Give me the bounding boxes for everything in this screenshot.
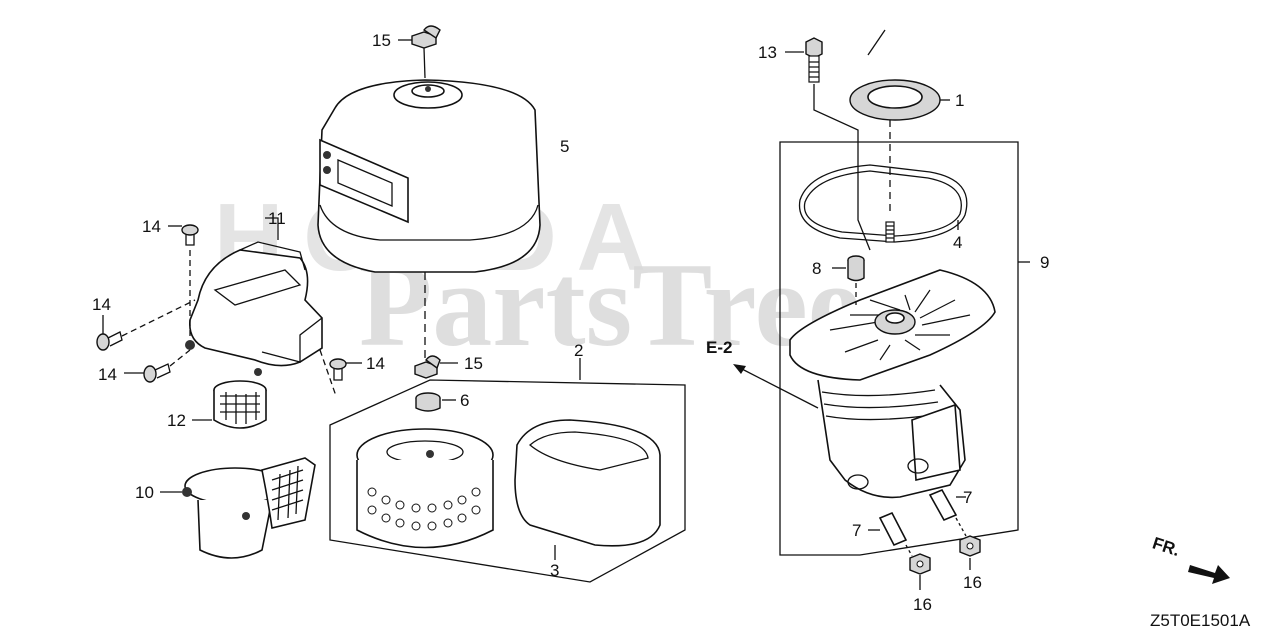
callout-8: 8: [812, 259, 821, 278]
callout-3: 3: [550, 561, 559, 580]
callout-11: 11: [268, 209, 286, 228]
part-7-tube-b[interactable]: [878, 511, 908, 547]
callout-7-b: 7: [852, 521, 861, 540]
part-1-seal[interactable]: [849, 79, 941, 121]
callout-10: 10: [135, 483, 154, 502]
part-16-nut-a[interactable]: [909, 553, 931, 575]
callout-5: 5: [560, 137, 569, 156]
part-8-collar[interactable]: [847, 255, 865, 282]
part-14-screw-c[interactable]: [143, 363, 171, 383]
reference-e2-label: E-2: [706, 338, 732, 357]
part-4-gasket[interactable]: [798, 164, 968, 243]
callout-16-a: 16: [913, 595, 932, 614]
callout-12: 12: [167, 411, 186, 430]
callout-7-a: 7: [963, 488, 972, 507]
callout-14-d: 14: [366, 354, 385, 373]
callout-16-b: 16: [963, 573, 982, 592]
callout-13: 13: [758, 43, 777, 62]
callout-15-top: 15: [372, 31, 391, 50]
front-marker-label: FR.: [1150, 534, 1182, 561]
front-direction-arrow: [1188, 565, 1230, 584]
callout-6: 6: [460, 391, 469, 410]
diagram-code: Z5T0E1501A: [1150, 611, 1251, 630]
part-12-screen[interactable]: [213, 380, 267, 429]
part-3-foam-element[interactable]: [514, 419, 661, 547]
part-2-element-assembly[interactable]: [329, 379, 686, 583]
part-14-screw-d[interactable]: [329, 358, 347, 381]
callout-15-lower: 15: [464, 354, 483, 373]
part-15-wing-nut-lower[interactable]: [414, 355, 441, 379]
part-6-grommet[interactable]: [415, 392, 441, 412]
part-13-bolt[interactable]: [805, 37, 823, 83]
callout-4: 4: [953, 233, 962, 252]
callout-9: 9: [1040, 253, 1049, 272]
part-9-air-cleaner-case[interactable]: [779, 141, 1019, 556]
callout-labels: 15 5 11 14 14 14 14 15 6 2 12 10 3 13 1 …: [92, 31, 1251, 630]
part-15-wing-nut-top[interactable]: [411, 25, 441, 49]
callout-14-a: 14: [142, 217, 161, 236]
part-7-tube-a[interactable]: [928, 488, 958, 522]
callout-2: 2: [574, 341, 583, 360]
part-14-screw-b[interactable]: [96, 331, 123, 351]
part-14-screw-a[interactable]: [181, 224, 199, 246]
part-11-guide[interactable]: [185, 241, 323, 376]
e2-reference[interactable]: [733, 364, 819, 409]
stud-bolt: [885, 221, 895, 243]
part-5-air-cleaner-cover[interactable]: [317, 79, 541, 273]
callout-1: 1: [955, 91, 964, 110]
part-16-nut-b[interactable]: [959, 535, 981, 557]
part-10-duct[interactable]: [182, 457, 316, 559]
callout-14-b: 14: [92, 295, 111, 314]
callout-14-c: 14: [98, 365, 117, 384]
